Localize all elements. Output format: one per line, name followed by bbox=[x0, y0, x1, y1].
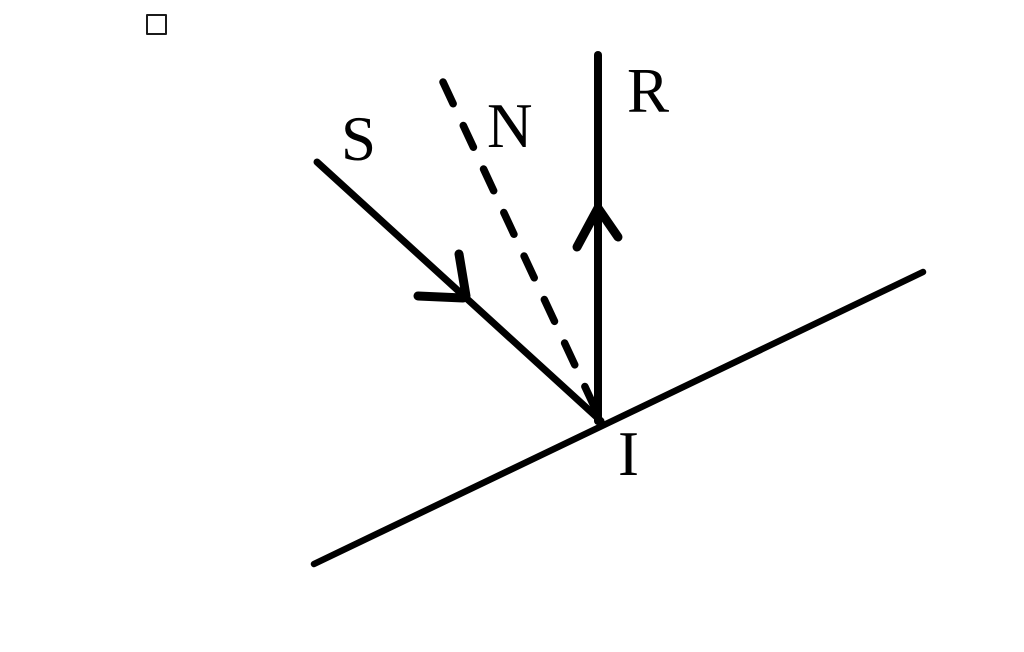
label-normal: N bbox=[487, 91, 533, 161]
label-reflected-ray: R bbox=[627, 56, 669, 126]
incident-ray-line bbox=[313, 158, 605, 425]
normal-dashed-line bbox=[439, 78, 604, 423]
label-point-of-incidence: I bbox=[618, 419, 639, 489]
mirror-surface-line bbox=[310, 268, 927, 568]
checkbox-icon[interactable] bbox=[146, 14, 167, 35]
incident-ray-arrowhead-icon bbox=[413, 249, 471, 303]
reflected-ray-arrowhead-icon bbox=[572, 203, 623, 252]
label-incident-ray: S bbox=[341, 104, 376, 174]
